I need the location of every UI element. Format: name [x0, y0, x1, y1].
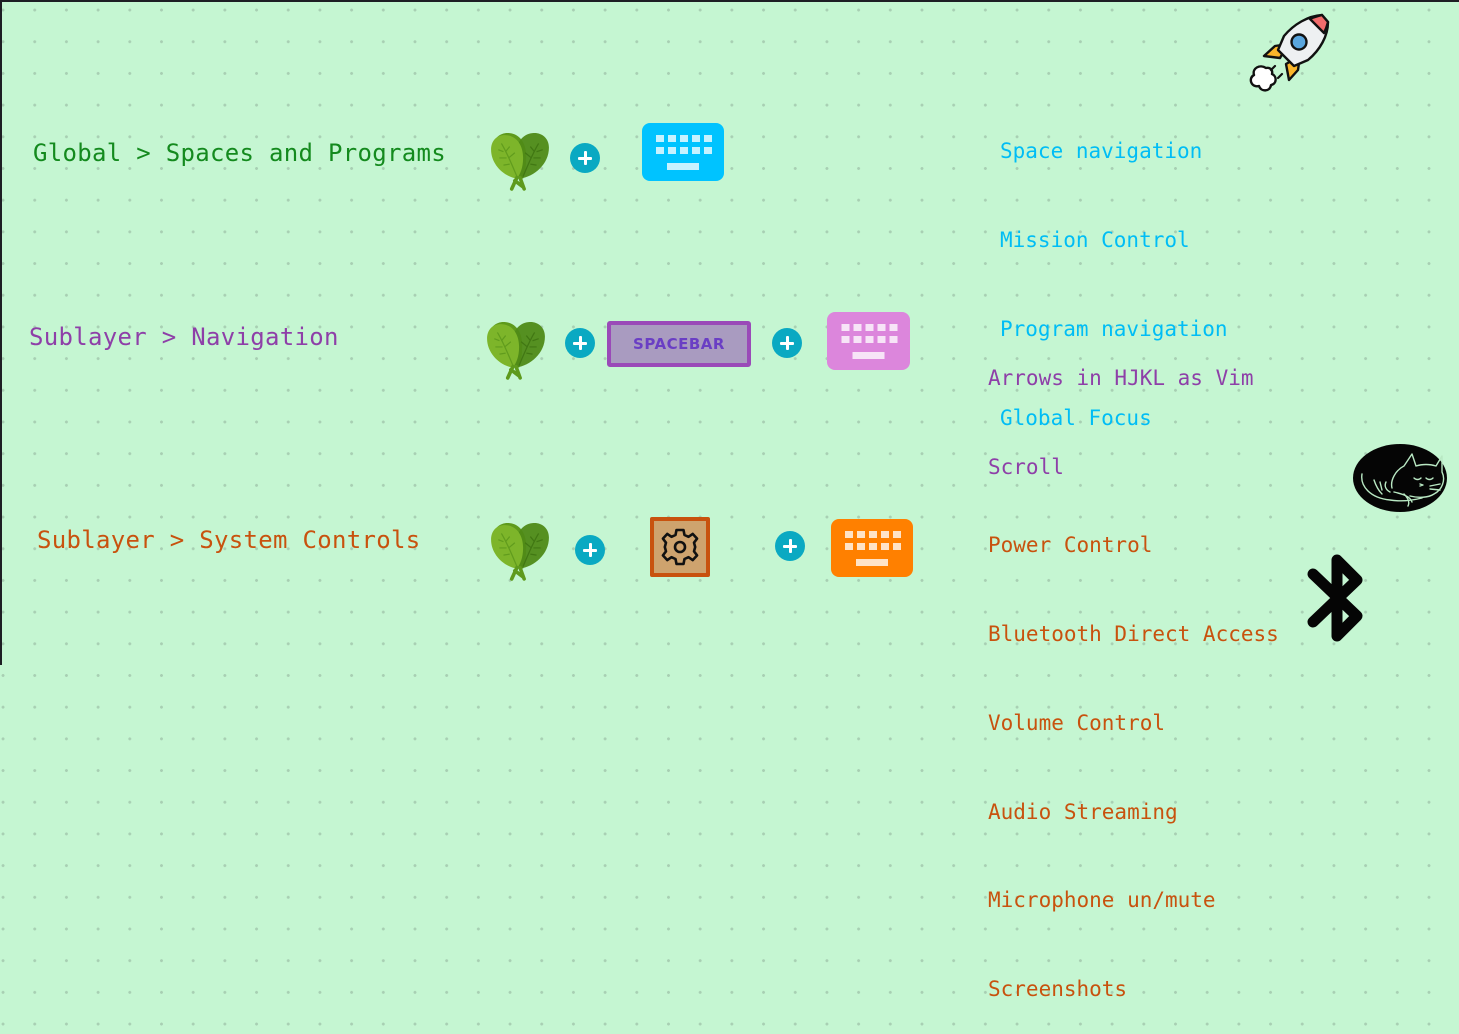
description-item: Audio Streaming [988, 799, 1178, 824]
description-item: Bluetooth Direct Access [988, 621, 1279, 646]
plus-icon [565, 328, 595, 358]
hyper-key-leaf-icon [489, 129, 551, 191]
description-item: Mission Control [1000, 227, 1190, 252]
bluetooth-icon [1307, 554, 1363, 642]
description-item: Power Control [988, 533, 1153, 558]
gear-key [650, 517, 710, 577]
plus-icon [570, 143, 600, 173]
row-title-global: Global > Spaces and Programs [33, 139, 446, 167]
row-descriptions-system-controls: Power Control Bluetooth Direct Access Vo… [988, 472, 1279, 1034]
keyboard-icon [831, 519, 913, 577]
row-title-system-controls: Sublayer > System Controls [37, 526, 421, 554]
rocket-icon [1249, 13, 1330, 92]
description-item: Screenshots [988, 977, 1128, 1002]
row-descriptions-navigation: Arrows in HJKL as Vim Scroll [988, 305, 1254, 512]
plus-icon [772, 328, 802, 358]
keyboard-icon [827, 312, 910, 370]
description-item: Arrows in HJKL as Vim [988, 366, 1254, 391]
hyper-key-leaf-icon [485, 318, 547, 380]
sleeping-cat-icon [1353, 444, 1447, 512]
description-item: Scroll [988, 454, 1064, 479]
spacebar-key: SPACEBAR [607, 321, 751, 367]
description-item: Volume Control [988, 710, 1166, 735]
plus-icon [775, 531, 805, 561]
plus-icon [575, 535, 605, 565]
row-descriptions-global: Space navigation Mission Control Program… [1000, 78, 1228, 463]
description-item: Space navigation [1000, 139, 1203, 164]
hyper-key-leaf-icon [489, 519, 551, 581]
gear-icon [661, 528, 699, 566]
keyboard-icon [642, 123, 724, 181]
description-item: Microphone un/mute [988, 888, 1216, 913]
description-item: Program navigation [1000, 316, 1228, 341]
row-title-navigation: Sublayer > Navigation [29, 323, 339, 351]
description-item: Global Focus [1000, 405, 1152, 430]
